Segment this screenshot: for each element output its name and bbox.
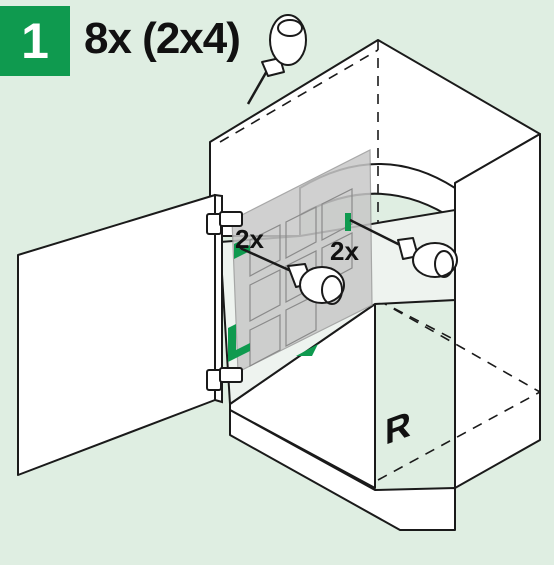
step-number-badge: 1 [0, 6, 70, 76]
cabinet-door [17, 194, 216, 476]
hidden-edge [219, 49, 379, 143]
hidden-edge [377, 299, 541, 393]
awl-icon [239, 246, 345, 305]
screw-mark-icon [228, 324, 250, 362]
awl-icon [349, 218, 458, 278]
step-instruction: 8x (2x4) [84, 14, 241, 63]
callout-count-left: 2x [235, 224, 264, 254]
drilling-template [231, 149, 373, 373]
side-marker-r: R [385, 402, 411, 452]
hinge-icon [219, 367, 243, 383]
hinge-icon [206, 213, 222, 235]
hidden-edge [377, 299, 456, 341]
cabinet-right-side [454, 133, 541, 489]
hinge-icon [219, 211, 243, 227]
screw-mark-icon [345, 213, 351, 231]
awl-icon [246, 14, 307, 105]
callout-count-right: 2x [330, 236, 359, 266]
arrow-icon [296, 344, 318, 356]
cabinet-plinth [229, 409, 456, 531]
template-grid [249, 188, 353, 367]
hidden-edge [377, 391, 541, 481]
hinge-icon [206, 369, 222, 391]
